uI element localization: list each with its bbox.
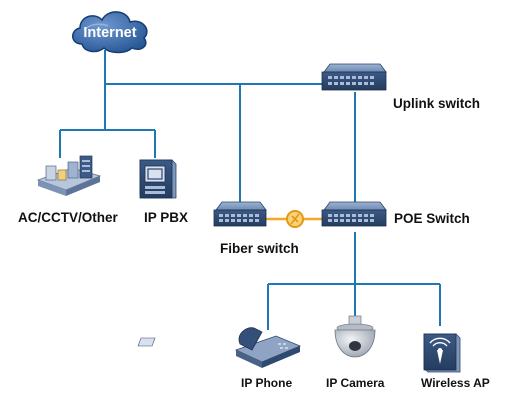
fiber-link [265,210,322,228]
pbx-icon [139,159,177,199]
ip-pbx-label: IP PBX [144,210,189,225]
access-point-icon [423,333,461,373]
poe-switch-label: POE Switch [394,211,470,226]
server-rack-icon [36,155,102,196]
ip-camera-label: IP Camera [326,376,385,390]
links [59,50,441,330]
fiber-switch-icon [213,201,267,227]
internet-cloud-icon [72,11,148,54]
uplink-switch-label: Uplink switch [393,96,481,111]
ac-cctv-other-label: AC/CCTV/Other [18,210,118,225]
dome-camera-icon [334,315,376,358]
ip-phone-icon [137,327,302,368]
uplink-switch-icon [321,63,387,91]
wireless-ap-label: Wireless AP [421,376,490,390]
internet-label: Internet [83,25,136,41]
ip-phone-label: IP Phone [241,376,293,390]
poe-switch-icon [321,201,387,227]
fiber-switch-label: Fiber switch [220,241,299,256]
